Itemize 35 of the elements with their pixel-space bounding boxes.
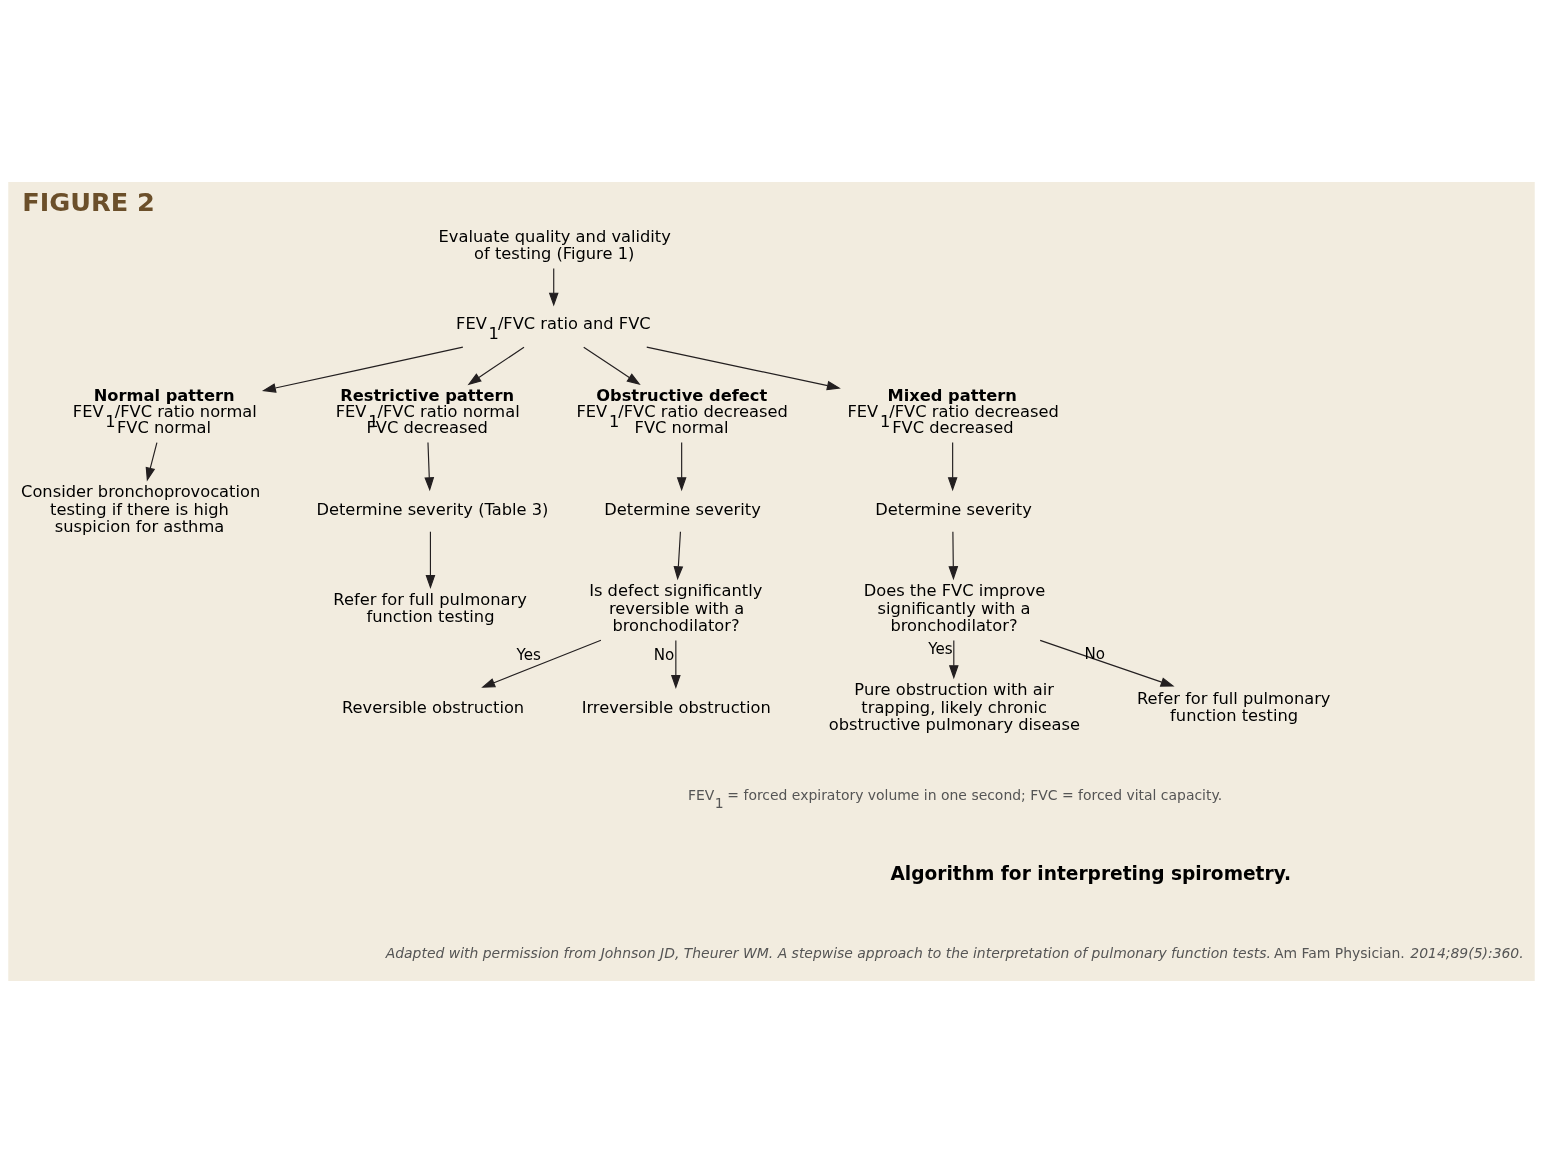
arrow [481, 639, 602, 688]
node-text: Consider bronchoprovocation testing if there is high suspicion for asthma [21, 481, 261, 536]
node-text: Reversible obstruction [342, 697, 525, 717]
label: Adapted with permission from Johnson JD, Theurer WM. A stepwise approach to the interpretation of pulmonary function tests. Am Fam Physician. 2014;89(5):360. [385, 944, 1524, 961]
arrow [948, 639, 959, 679]
arrow [1039, 639, 1175, 687]
arrow [676, 441, 687, 491]
edge-label: No [1084, 644, 1105, 663]
node-text: Irreversible obstruction [581, 697, 771, 717]
arrow [670, 639, 681, 689]
node-text: Refer for full pulmonary function testing [1136, 688, 1331, 725]
arrow [646, 346, 841, 390]
arrow [261, 346, 464, 393]
arrow [583, 346, 641, 385]
arrow [467, 346, 525, 385]
arrow [673, 530, 684, 580]
node-text: Evaluate quality and validity of testing (Figure 1) [438, 226, 671, 263]
edge-label: Yes [928, 639, 953, 658]
node-text: Determine severity [604, 499, 761, 519]
caption: Algorithm for interpreting spirometry. [890, 862, 1292, 884]
arrow [425, 530, 436, 589]
diagram-title: FIGURE 2 [22, 186, 155, 217]
arrow [948, 530, 959, 580]
arrow [947, 441, 958, 491]
node-text: Is defect significantly reversible with a bronchodilator? [589, 580, 763, 635]
node-text: Determine severity [875, 499, 1032, 519]
node-text: Refer for full pulmonary function testing [333, 589, 527, 626]
edge-label: Yes [516, 645, 541, 664]
arrow [424, 441, 435, 491]
node-text: Determine severity (Table 3) [316, 499, 549, 519]
node-text: Does the FVC improve significantly with a bronchodilator? [863, 580, 1046, 635]
arrow [145, 441, 158, 481]
node-text: Pure obstruction with air trapping, likely chronic obstructive pulmonary disease [828, 679, 1081, 734]
arrow [548, 267, 559, 307]
edge-label: No [653, 645, 675, 664]
